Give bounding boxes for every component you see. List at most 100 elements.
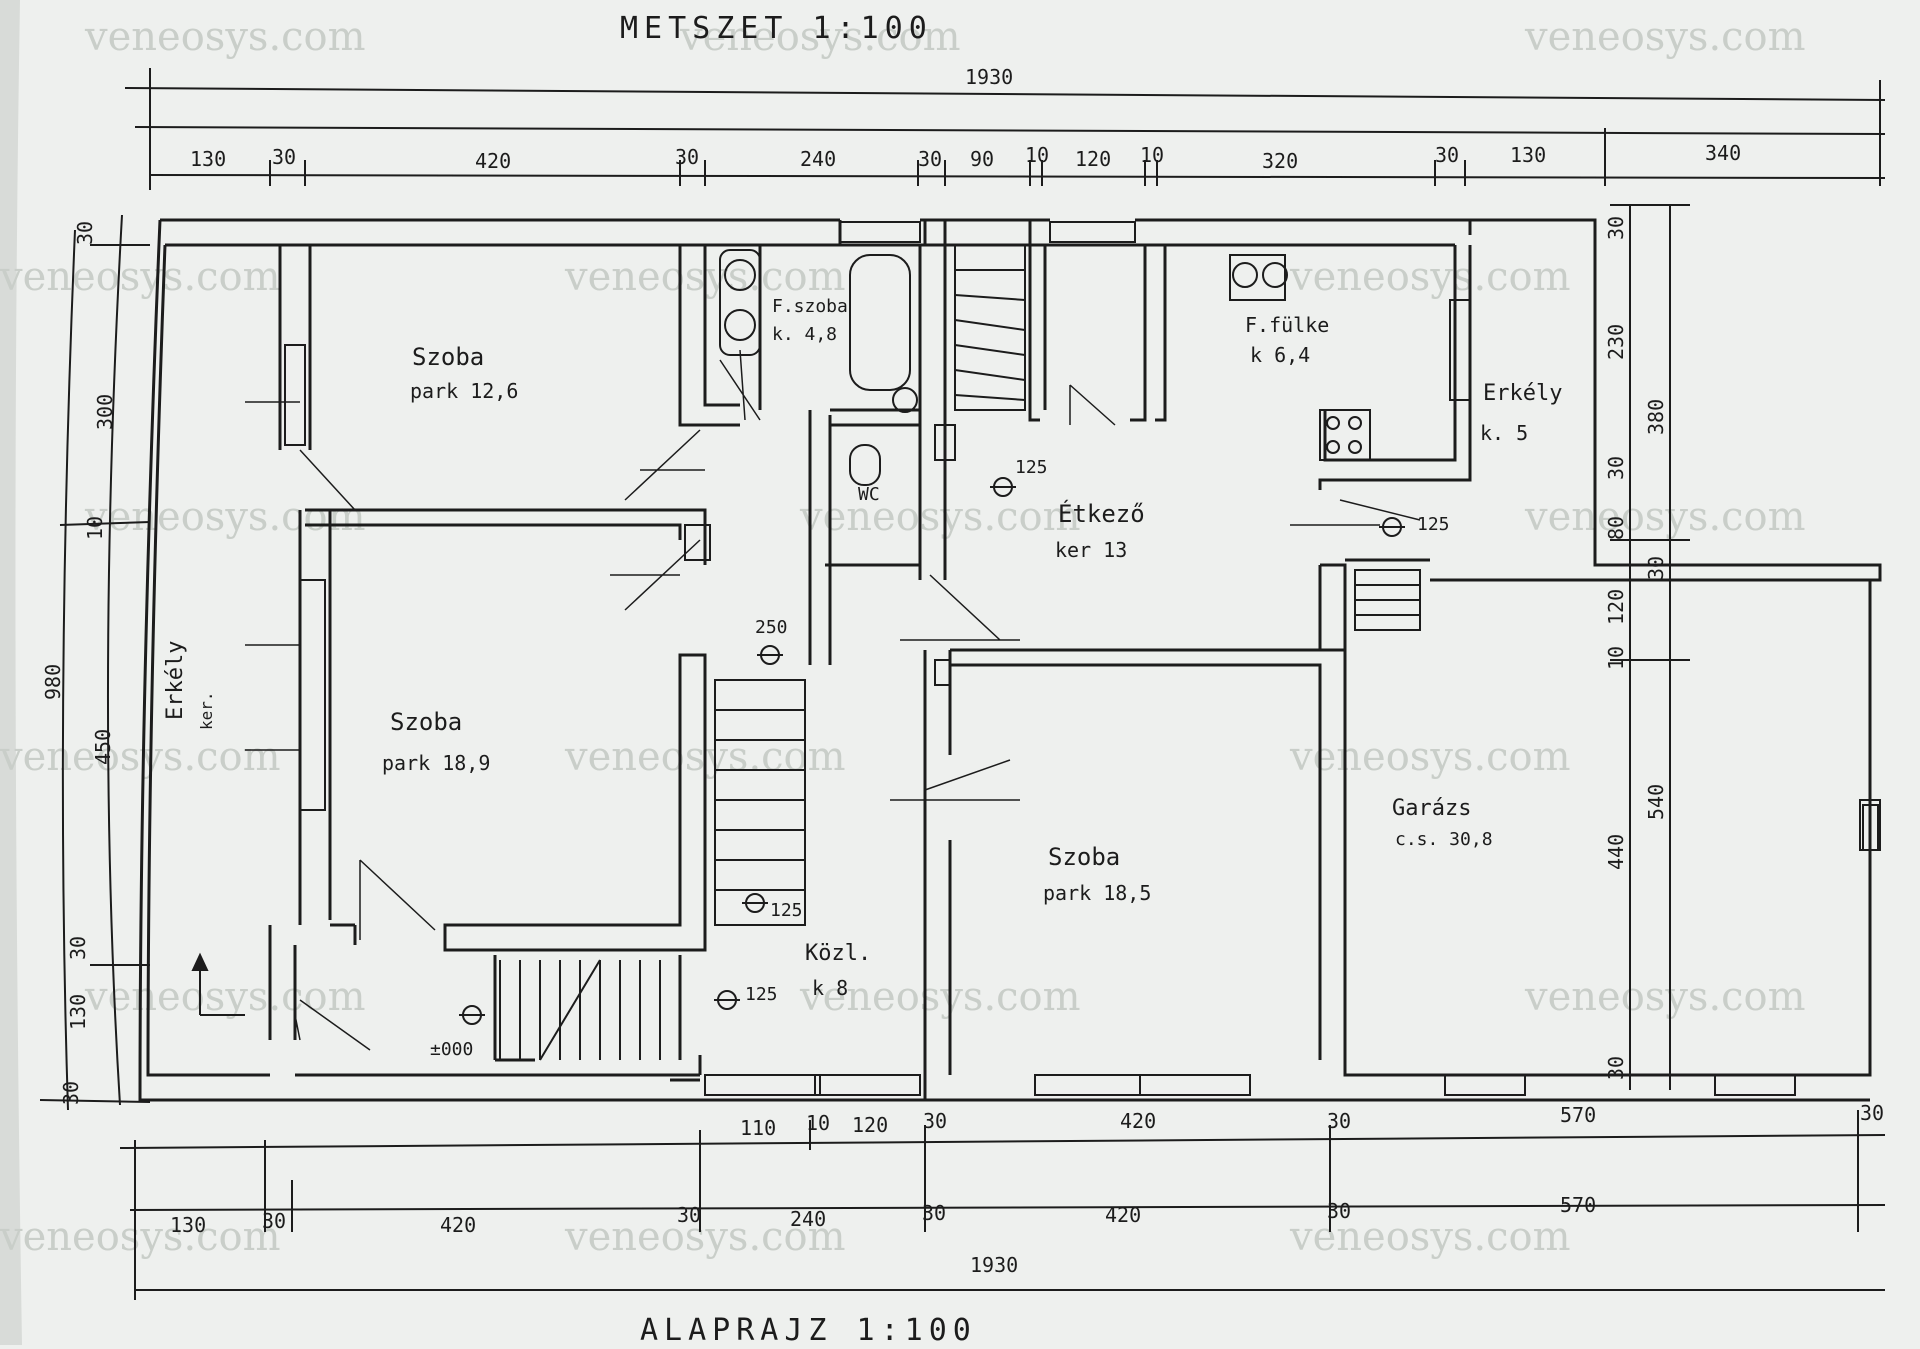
- dim-label: 570: [1560, 1193, 1596, 1217]
- dim-label: 10: [1604, 646, 1628, 670]
- room-area: c.s. 30,8: [1395, 829, 1493, 850]
- watermark: veneosys.com: [0, 734, 281, 780]
- dim-label: 30: [675, 145, 699, 169]
- dim-label: 30: [1435, 143, 1459, 167]
- dim-label: 540: [1644, 784, 1668, 820]
- room-area: k. 5: [1480, 421, 1528, 445]
- dim-label: 80: [1604, 516, 1628, 540]
- dim-label: 30: [262, 1209, 286, 1233]
- room-area: k 8: [812, 976, 848, 1000]
- room-name: Szoba: [1048, 843, 1120, 871]
- room-area: park 18,9: [382, 751, 490, 775]
- dim-label: 130: [66, 994, 90, 1030]
- room-name: F.szoba: [772, 296, 848, 317]
- dim-label: 380: [1644, 399, 1668, 435]
- room-area: k 6,4: [1250, 343, 1310, 367]
- dim-label: 110: [740, 1116, 776, 1140]
- watermark: veneosys.com: [679, 14, 961, 60]
- dim-label: 420: [475, 149, 511, 173]
- dim-label: 30: [1327, 1109, 1351, 1133]
- watermark: veneosys.com: [564, 1214, 846, 1260]
- dim-label: 240: [790, 1207, 826, 1231]
- watermark: veneosys.com: [1524, 494, 1806, 540]
- level-label: ±000: [430, 1039, 473, 1060]
- watermark: veneosys.com: [1289, 254, 1571, 300]
- dim-total-top: 1930: [965, 65, 1013, 89]
- dim-label: 30: [1860, 1101, 1884, 1125]
- dim-label: 130: [170, 1213, 206, 1237]
- dim-label: 300: [93, 394, 117, 430]
- room-area: ker 13: [1055, 538, 1127, 562]
- stairs: [499, 244, 1421, 1061]
- dim-label: 30: [923, 1109, 947, 1133]
- door-marks: [245, 349, 1421, 1051]
- watermark-group: veneosys.com veneosys.com veneosys.com v…: [0, 14, 1806, 1260]
- dim-label: 420: [1120, 1109, 1156, 1133]
- watermark: veneosys.com: [1289, 1214, 1571, 1260]
- watermark: veneosys.com: [799, 974, 1081, 1020]
- dim-label: 130: [190, 147, 226, 171]
- section-title: METSZET 1:100: [620, 11, 933, 46]
- dim-total-bottom: 1930: [970, 1253, 1018, 1277]
- dim-label: 30: [922, 1201, 946, 1225]
- level-label: 125: [745, 984, 778, 1005]
- level-label: 125: [770, 900, 803, 921]
- room-name: Erkély: [163, 641, 188, 720]
- entrance-arrow: [191, 952, 245, 1016]
- dim-label: 120: [1075, 147, 1111, 171]
- watermark: veneosys.com: [84, 494, 366, 540]
- dim-label: 10: [806, 1111, 830, 1135]
- dim-label: 440: [1604, 834, 1628, 870]
- room-area: park 12,6: [410, 379, 518, 403]
- dim-label: 420: [1105, 1203, 1141, 1227]
- level-label: 125: [1417, 514, 1450, 535]
- level-markers: 125 125 250 125 125 ±000: [430, 457, 1450, 1060]
- dimension-lines: [39, 68, 1886, 1300]
- room-name: F.fülke: [1245, 313, 1329, 337]
- watermark: veneosys.com: [1524, 14, 1806, 60]
- dim-label: 90: [970, 147, 994, 171]
- top-dimension-labels: 1930 130 30 420 30 240 30 90 10 120 10 3…: [190, 65, 1741, 173]
- dim-label: 30: [918, 147, 942, 171]
- dim-label: 30: [272, 145, 296, 169]
- room-name: Erkély: [1483, 381, 1562, 406]
- dim-label: 10: [1140, 143, 1164, 167]
- dim-label: 980: [41, 664, 65, 700]
- level-label: 250: [755, 617, 788, 638]
- room-labels: Szoba park 12,6 F.szoba k. 4,8 F.fülke k…: [163, 296, 1562, 1000]
- dim-label: 230: [1604, 324, 1628, 360]
- dim-label: 30: [1604, 216, 1628, 240]
- dim-label: 570: [1560, 1103, 1596, 1127]
- watermark: veneosys.com: [799, 494, 1081, 540]
- dim-label: 340: [1705, 141, 1741, 165]
- room-name: Szoba: [412, 343, 484, 371]
- fixtures: [684, 249, 1879, 851]
- watermark: veneosys.com: [84, 14, 366, 60]
- dim-label: 420: [440, 1213, 476, 1237]
- watermark: veneosys.com: [0, 254, 281, 300]
- dim-label: 120: [1604, 589, 1628, 625]
- watermark: veneosys.com: [1289, 734, 1571, 780]
- walls: [138, 218, 1882, 1102]
- dim-label: 240: [800, 147, 836, 171]
- dim-label: 30: [1327, 1199, 1351, 1223]
- room-name: Étkező: [1058, 499, 1145, 528]
- room-area: k. 4,8: [772, 324, 837, 345]
- windows: [284, 221, 1881, 1096]
- left-dimension-labels: 30 300 10 980 450 30 130 30: [41, 221, 117, 1105]
- room-area: ker.: [197, 691, 216, 730]
- dim-label: 10: [1025, 143, 1049, 167]
- dim-label: 30: [1644, 556, 1668, 580]
- room-name: Szoba: [390, 708, 462, 736]
- room-name: Garázs: [1392, 796, 1471, 821]
- bottom-dimension-labels: 110 10 120 30 420 30 570 30 130 30 420 3…: [170, 1101, 1884, 1277]
- paper-edge: [0, 0, 22, 1345]
- dim-label: 30: [677, 1203, 701, 1227]
- dim-label: 30: [1604, 456, 1628, 480]
- dim-label: 10: [83, 516, 107, 540]
- dim-label: 450: [91, 729, 115, 765]
- plan-title: ALAPRAJZ 1:100: [640, 1313, 977, 1345]
- dim-label: 320: [1262, 149, 1298, 173]
